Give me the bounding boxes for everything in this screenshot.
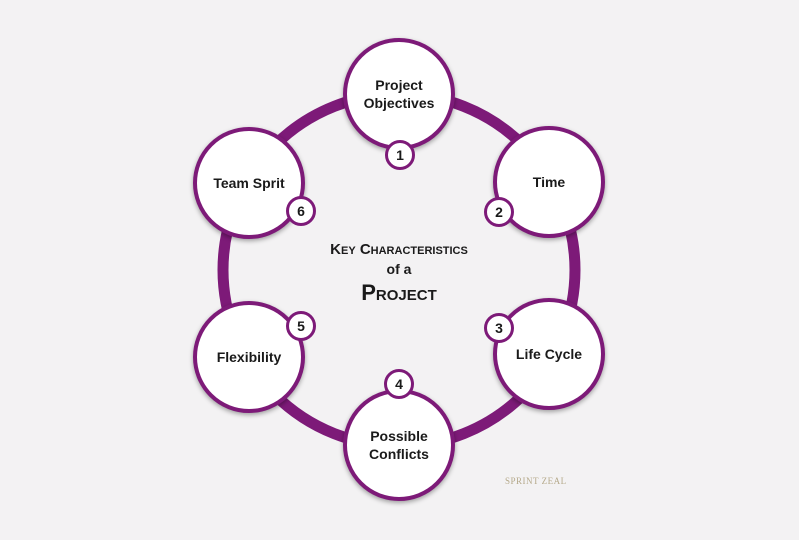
number-badge-2: 2 [484, 197, 514, 227]
number-badge-4: 4 [384, 369, 414, 399]
node-flexibility: Flexibility [193, 301, 305, 413]
node-label: Team Sprit [213, 175, 285, 191]
node-label: Project Objectives [363, 77, 435, 111]
node-possible-conflicts: Possible Conflicts [343, 389, 455, 501]
node-life-cycle: Life Cycle [493, 298, 605, 410]
node-team-sprit: Team Sprit [193, 127, 305, 239]
watermark-logo: SPRINT ZEAL [505, 476, 567, 486]
diagram-title: Key Characteristics of a Project [299, 240, 499, 308]
node-project-objectives: Project Objectives [343, 38, 455, 150]
number-badge-5: 5 [286, 311, 316, 341]
number-badge-3: 3 [484, 313, 514, 343]
title-line-1: Key Characteristics [330, 241, 468, 258]
title-line-3: Project [361, 280, 437, 305]
node-label: Possible Conflicts [369, 428, 429, 462]
title-line-2: of a [386, 261, 412, 277]
node-label: Flexibility [216, 349, 282, 365]
number-badge-1: 1 [385, 140, 415, 170]
node-label: Life Cycle [515, 346, 583, 362]
node-label: Time [532, 174, 566, 190]
number-badge-6: 6 [286, 196, 316, 226]
